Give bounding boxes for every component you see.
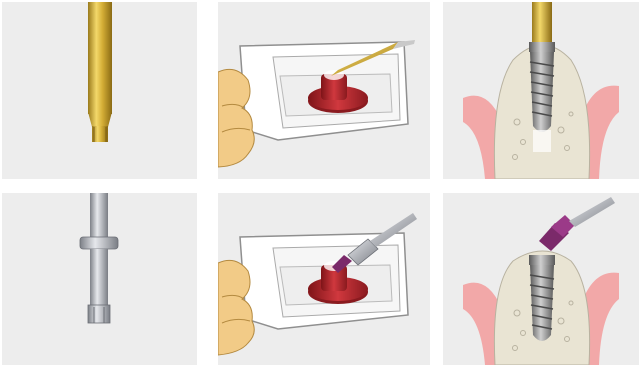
steel-driver-panel — [2, 193, 197, 365]
tray-pickup-steel-panel — [218, 193, 430, 365]
steel-driver-tip-icon — [2, 193, 197, 365]
gold-driver-tip-icon — [2, 2, 197, 179]
gold-driver-picking-implant-from-tray-icon — [218, 2, 430, 179]
gold-driver-panel — [2, 2, 197, 179]
steel-driver-picking-implant-from-tray-icon — [218, 193, 430, 365]
carrier-removal-panel — [443, 193, 639, 365]
tray-pickup-gold-panel — [218, 2, 430, 179]
gold-driver-placing-implant-in-bone-icon — [443, 2, 639, 179]
implant-placement-panel — [443, 2, 639, 179]
implant-in-bone-carrier-removed-icon — [443, 193, 639, 365]
